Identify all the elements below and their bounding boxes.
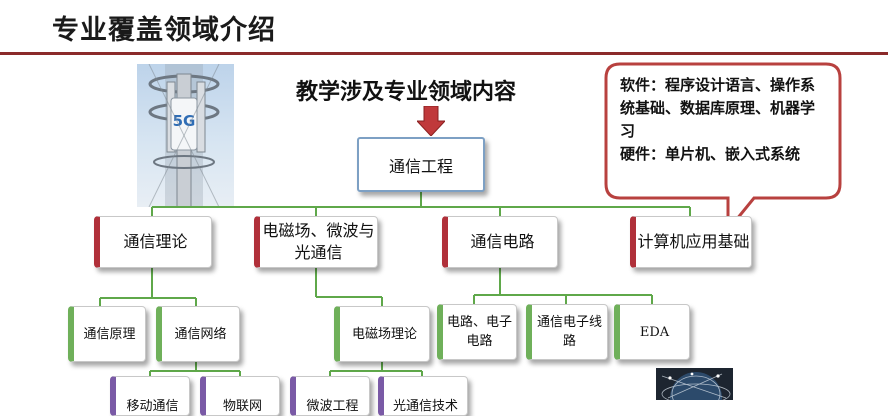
node-optical-communication-tech: 光通信技术 [378, 376, 468, 416]
hardware-label: 硬件： [620, 145, 666, 163]
node-communication-principles: 通信原理 [68, 306, 146, 362]
tree-connectors [99, 192, 691, 376]
node-communication-networks: 通信网络 [156, 306, 240, 362]
callout-text: 软件：程序设计语言、操作系统基础、数据库原理、机器学习 硬件：单片机、嵌入式系统 [620, 74, 816, 166]
down-arrow-icon [417, 106, 445, 136]
node-communication-electronic-lines: 通信电子线路 [526, 304, 608, 360]
root-node-communication-engineering: 通信工程 [357, 137, 485, 192]
node-circuits-electronic-circuits: 电路、电子电路 [437, 304, 517, 360]
5g-label: 5G [173, 112, 196, 130]
node-em-field-theory: 电磁场理论 [334, 306, 430, 362]
node-mobile-communication: 移动通信 [110, 376, 190, 416]
page-title: 专业覆盖领域介绍 [52, 15, 276, 46]
node-communication-circuits: 通信电路 [442, 216, 558, 268]
5g-tower-photo: 5G [137, 64, 234, 207]
node-internet-of-things: 物联网 [200, 376, 280, 416]
section-heading: 教学涉及专业领域内容 [296, 80, 517, 105]
node-em-microwave-optical: 电磁场、微波与光通信 [254, 216, 378, 268]
title-divider [0, 52, 888, 55]
node-computer-application-basics: 计算机应用基础 [630, 216, 752, 268]
software-label: 软件： [620, 76, 666, 94]
satellite-network-photo [656, 368, 733, 400]
node-microwave-engineering: 微波工程 [290, 376, 370, 416]
callout-bubble [604, 62, 842, 234]
hardware-text: 单片机、嵌入式系统 [665, 145, 801, 163]
node-communication-theory: 通信理论 [94, 216, 212, 268]
software-text: 程序设计语言、操作系统基础、数据库原理、机器学习 [620, 76, 816, 140]
node-eda: EDA [614, 304, 690, 360]
